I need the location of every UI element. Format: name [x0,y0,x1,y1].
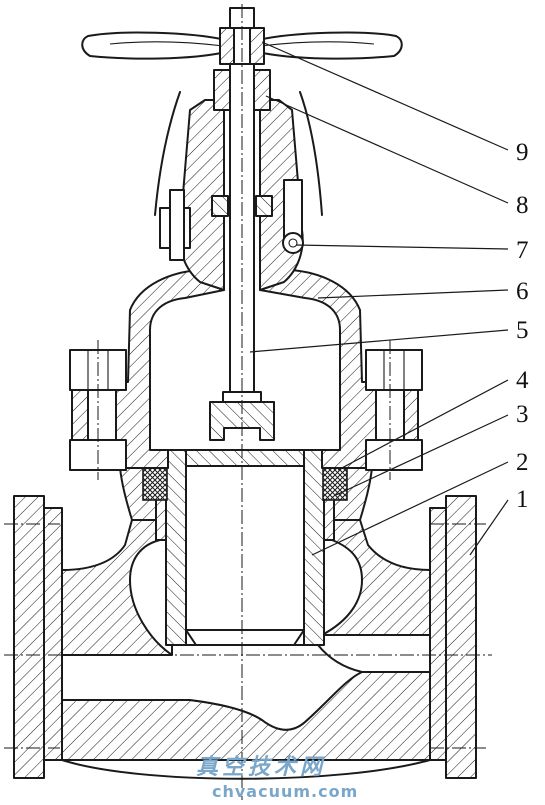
leader-7 [295,244,509,250]
leader-2 [311,461,509,556]
leader-9 [261,41,509,151]
leader-6 [317,289,509,299]
part-number-1: 1 [516,486,529,513]
part-number-9: 9 [516,139,529,166]
part-number-6: 6 [516,278,529,305]
yoke-bolt-right [282,179,304,254]
leader-1 [469,499,509,556]
leader-4 [337,379,509,471]
watermark-url: chvacuum.com [212,782,358,801]
part-number-7: 7 [516,237,529,264]
yoke-bolt-left [159,189,191,261]
watermark-chinese: 真空技术网 [196,754,326,780]
gland [211,69,273,217]
part-number-3: 3 [516,401,529,428]
leader-8 [265,95,509,204]
part-number-8: 8 [516,192,529,219]
leader-5 [249,329,509,353]
part-number-2: 2 [516,449,529,476]
part-number-4: 4 [516,367,529,394]
part-number-5: 5 [516,317,529,344]
disc-assembly [155,449,335,646]
leader-3 [335,414,509,496]
handwheel [81,27,403,65]
